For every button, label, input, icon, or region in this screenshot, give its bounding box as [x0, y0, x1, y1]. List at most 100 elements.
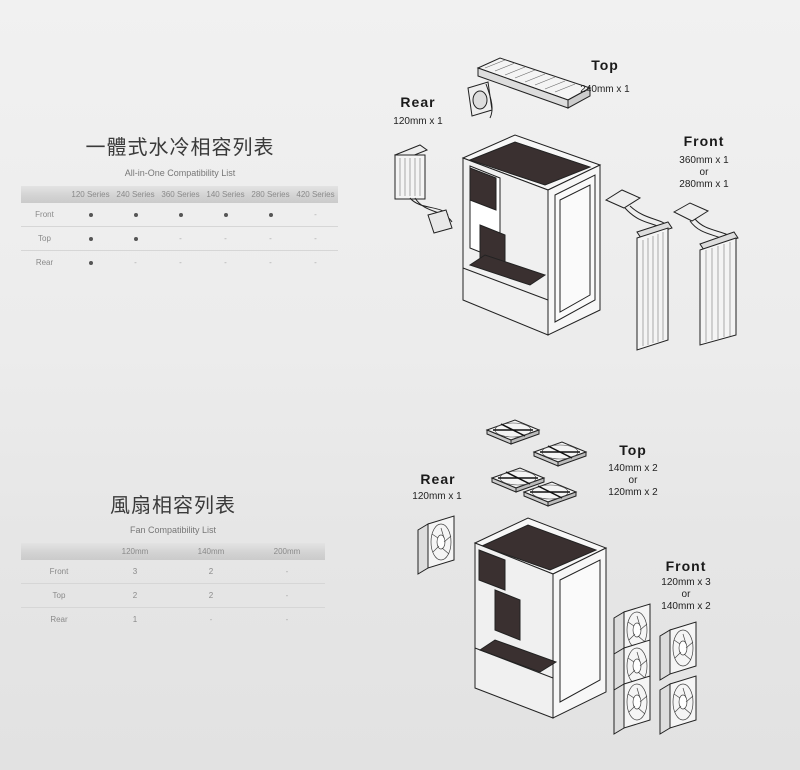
aio-row-front: Front - [21, 203, 338, 227]
aio-cell-unsupported: - [248, 226, 293, 251]
fan-cell-value: - [285, 615, 289, 624]
aio-rear-detail: 120mm x 1 [393, 116, 443, 127]
top-fan-140-icon [486, 419, 540, 445]
aio-top-label: Top [591, 57, 619, 73]
aio-cell-unsupported: - [158, 226, 203, 251]
rear-radiator-icon [393, 144, 453, 234]
aio-cell-unsupported: - [293, 203, 338, 227]
aio-cell-value: - [179, 258, 182, 267]
aio-cell-value: - [224, 234, 227, 243]
aio-cell-supported [248, 203, 293, 227]
aio-cell-supported [68, 226, 113, 251]
supported-dot-icon [133, 236, 138, 241]
fan-cell-value: 3 [132, 567, 138, 576]
fan-cell-count: 2 [97, 583, 173, 608]
aio-cell-unsupported: - [248, 251, 293, 275]
fan-cell-value: - [285, 567, 289, 576]
aio-col-header: 140 Series [203, 186, 248, 203]
aio-cell-supported [68, 203, 113, 227]
aio-cell-supported [68, 251, 113, 275]
pc-case-icon [473, 517, 608, 719]
fan-cell-unsupported: - [249, 608, 325, 632]
aio-col-header: 360 Series [158, 186, 203, 203]
aio-cell-unsupported: - [158, 251, 203, 275]
aio-row-label: Front [21, 203, 68, 227]
supported-dot-icon [133, 212, 138, 217]
aio-cell-supported [158, 203, 203, 227]
fan-cell-count: 3 [97, 560, 173, 584]
supported-dot-icon [88, 260, 93, 265]
pc-case-icon [461, 134, 602, 336]
fan-cell-unsupported: - [249, 583, 325, 608]
fan-header-row: 120mm 140mm 200mm [21, 543, 325, 560]
aio-col-header: 240 Series [113, 186, 158, 203]
fan-front-detail: 120mm x 3 or 140mm x 2 [661, 577, 711, 612]
aio-compatibility-table: 120 Series 240 Series 360 Series 140 Ser… [21, 186, 338, 274]
fan-cell-unsupported: - [173, 608, 249, 632]
aio-title: 一體式水冷相容列表 [85, 135, 275, 159]
supported-dot-icon [88, 212, 93, 217]
fan-subtitle: Fan Compatibility List [129, 525, 217, 535]
top-fan-140-icon [533, 441, 587, 467]
fan-cell-unsupported: - [249, 560, 325, 584]
aio-cell-supported [203, 203, 248, 227]
aio-row-label: Rear [35, 258, 54, 267]
aio-cell-supported [113, 226, 158, 251]
aio-row-label: Top [21, 226, 68, 251]
aio-cell-value: - [224, 258, 227, 267]
fan-cell-value: 2 [208, 591, 214, 600]
aio-rear-label: Rear [400, 94, 436, 110]
aio-cell-unsupported: - [113, 251, 158, 275]
aio-cell-supported [113, 203, 158, 227]
aio-cell-unsupported: - [203, 251, 248, 275]
aio-col-header: 280 Series [248, 186, 293, 203]
fan-top-label: Top [619, 442, 647, 458]
aio-front-detail: 360mm x 1 or 280mm x 1 [679, 155, 729, 190]
aio-cell-value: - [314, 210, 317, 219]
fan-cell-count: 1 [97, 608, 173, 632]
aio-cell-unsupported: - [293, 251, 338, 275]
fan-cell-value: 2 [208, 567, 214, 576]
aio-cell-value: - [269, 258, 272, 267]
fan-case-illustration [417, 419, 697, 735]
fan-row-label: Top [21, 583, 97, 608]
fan-front-label: Front [665, 558, 707, 574]
aio-col-header [21, 186, 68, 203]
fan-row-label: Front [21, 560, 97, 584]
fan-col-header: 200mm [249, 543, 325, 560]
fan-top-detail: 140mm x 2 or 120mm x 2 [608, 463, 658, 498]
front-fan-140-icon [659, 675, 697, 735]
fan-row-label: Rear [50, 615, 68, 624]
aio-case-illustration [393, 57, 739, 351]
aio-header-row: 120 Series 240 Series 360 Series 140 Ser… [21, 186, 338, 203]
fan-compatibility-table: 120mm 140mm 200mm Front 3 2 - Top 2 2 - Rear 1 - - [21, 543, 325, 631]
aio-col-header: 420 Series [293, 186, 338, 203]
fan-row-rear: Rear 1 - - [21, 608, 325, 632]
fan-cell-value: 2 [132, 591, 138, 600]
top-radiator-icon [467, 57, 592, 119]
rear-fan-icon [417, 515, 455, 575]
fan-cell-value: - [209, 615, 213, 624]
fan-col-header: 120mm [97, 543, 173, 560]
aio-cell-value: - [314, 234, 317, 243]
supported-dot-icon [88, 236, 93, 241]
fan-title: 風扇相容列表 [110, 493, 236, 517]
fan-col-header: 140mm [173, 543, 249, 560]
fan-rear-label: Rear [420, 471, 456, 487]
fan-row-top: Top 2 2 - [21, 583, 325, 608]
aio-top-detail: 240mm x 1 [580, 84, 630, 95]
aio-cell-value: - [314, 258, 317, 267]
aio-cell-value: - [134, 258, 137, 267]
fan-cell-count: 2 [173, 560, 249, 584]
supported-dot-icon [268, 212, 273, 217]
front-fan-140-icon [659, 621, 697, 681]
fan-cell-value: 1 [132, 615, 138, 624]
aio-cell-unsupported: - [203, 226, 248, 251]
fan-cell-count: 2 [173, 583, 249, 608]
aio-subtitle: All-in-One Compatibility List [124, 168, 236, 178]
fan-row-front: Front 3 2 - [21, 560, 325, 584]
supported-dot-icon [178, 212, 183, 217]
aio-cell-unsupported: - [293, 226, 338, 251]
fan-rear-detail: 120mm x 1 [412, 491, 462, 502]
front-radiator-280-icon [672, 202, 739, 346]
